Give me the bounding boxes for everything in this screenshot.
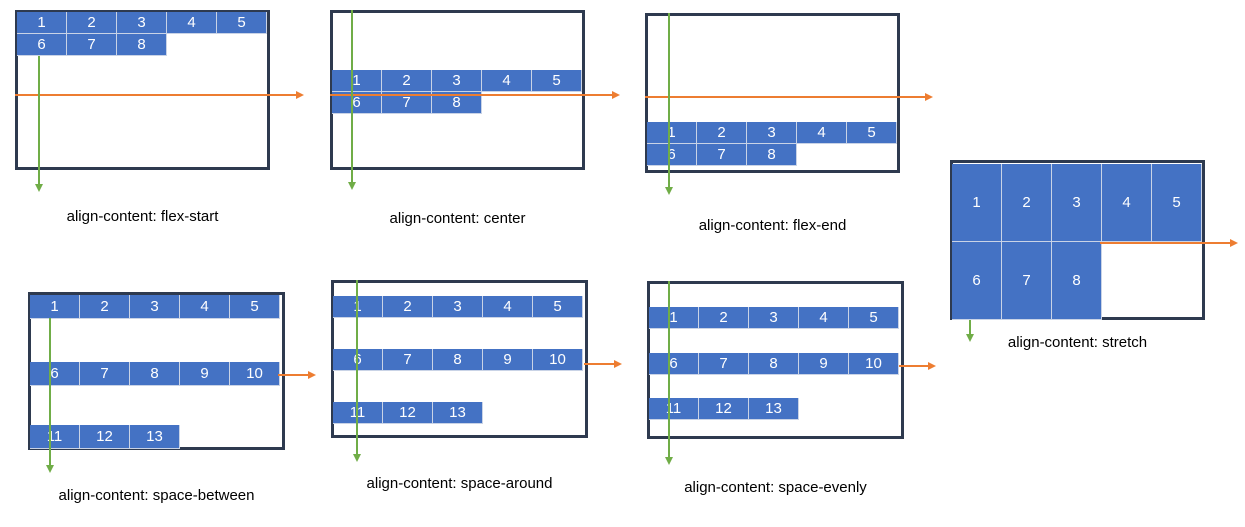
panel-caption: align-content: space-around xyxy=(366,475,553,492)
flex-item: 3 xyxy=(432,70,482,92)
flex-item: 1 xyxy=(649,307,699,329)
flex-item: 8 xyxy=(432,92,482,114)
flex-item: 10 xyxy=(849,353,899,375)
flex-item: 7 xyxy=(697,144,747,166)
flex-item: 7 xyxy=(80,362,130,386)
flex-item: 4 xyxy=(167,12,217,34)
flex-item: 5 xyxy=(533,296,583,318)
flex-item: 7 xyxy=(699,353,749,375)
flex-item: 1 xyxy=(333,296,383,318)
flex-item: 1 xyxy=(332,70,382,92)
flex-item: 13 xyxy=(433,402,483,424)
panel-caption: align-content: center xyxy=(389,210,526,227)
flex-item: 3 xyxy=(433,296,483,318)
flex-item: 2 xyxy=(383,296,433,318)
flex-item: 5 xyxy=(849,307,899,329)
flex-item: 4 xyxy=(483,296,533,318)
flex-item: 2 xyxy=(382,70,432,92)
flex-item: 8 xyxy=(130,362,180,386)
flex-item: 12 xyxy=(699,398,749,420)
flex-item: 3 xyxy=(749,307,799,329)
flex-item: 5 xyxy=(1152,164,1202,242)
flex-item: 3 xyxy=(747,122,797,144)
flex-item: 2 xyxy=(699,307,749,329)
flex-item: 9 xyxy=(799,353,849,375)
flex-item: 11 xyxy=(30,425,80,449)
flex-item: 5 xyxy=(847,122,897,144)
flex-item: 9 xyxy=(483,349,533,371)
flex-item: 4 xyxy=(1102,164,1152,242)
flex-item: 1 xyxy=(17,12,67,34)
flex-item: 6 xyxy=(649,353,699,375)
flex-item: 2 xyxy=(67,12,117,34)
flex-item: 2 xyxy=(80,295,130,319)
flex-item: 10 xyxy=(533,349,583,371)
flex-item: 1 xyxy=(952,164,1002,242)
panel-caption: align-content: flex-start xyxy=(66,208,219,225)
flex-item: 7 xyxy=(383,349,433,371)
panel-caption: align-content: space-evenly xyxy=(684,479,867,496)
flex-item: 6 xyxy=(333,349,383,371)
flex-item: 4 xyxy=(482,70,532,92)
flex-item: 3 xyxy=(1052,164,1102,242)
flex-item: 1 xyxy=(647,122,697,144)
flex-item: 6 xyxy=(647,144,697,166)
flex-item: 5 xyxy=(217,12,267,34)
flex-item: 2 xyxy=(697,122,747,144)
flex-item: 13 xyxy=(130,425,180,449)
flex-item: 13 xyxy=(749,398,799,420)
flex-item: 2 xyxy=(1002,164,1052,242)
panel-caption: align-content: flex-end xyxy=(698,217,847,234)
flex-item: 3 xyxy=(130,295,180,319)
flex-item: 4 xyxy=(799,307,849,329)
flex-item: 9 xyxy=(180,362,230,386)
flex-item: 8 xyxy=(1052,242,1102,320)
flex-item: 11 xyxy=(333,402,383,424)
flex-item: 8 xyxy=(117,34,167,56)
flex-item: 8 xyxy=(747,144,797,166)
flex-item: 3 xyxy=(117,12,167,34)
flex-item: 8 xyxy=(749,353,799,375)
flex-item: 5 xyxy=(532,70,582,92)
flex-item: 6 xyxy=(952,242,1002,320)
flex-item: 10 xyxy=(230,362,280,386)
flex-item: 6 xyxy=(30,362,80,386)
panel-caption: align-content: stretch xyxy=(1007,334,1148,351)
flex-item: 5 xyxy=(230,295,280,319)
flex-item: 12 xyxy=(80,425,130,449)
flex-item: 4 xyxy=(180,295,230,319)
flex-item: 8 xyxy=(433,349,483,371)
flex-item: 1 xyxy=(30,295,80,319)
flex-item: 11 xyxy=(649,398,699,420)
flex-item: 6 xyxy=(332,92,382,114)
flex-item: 7 xyxy=(382,92,432,114)
flex-item: 7 xyxy=(67,34,117,56)
flex-item: 4 xyxy=(797,122,847,144)
panel-caption: align-content: space-between xyxy=(58,487,255,504)
flex-item: 12 xyxy=(383,402,433,424)
flex-item: 7 xyxy=(1002,242,1052,320)
flex-item: 6 xyxy=(17,34,67,56)
